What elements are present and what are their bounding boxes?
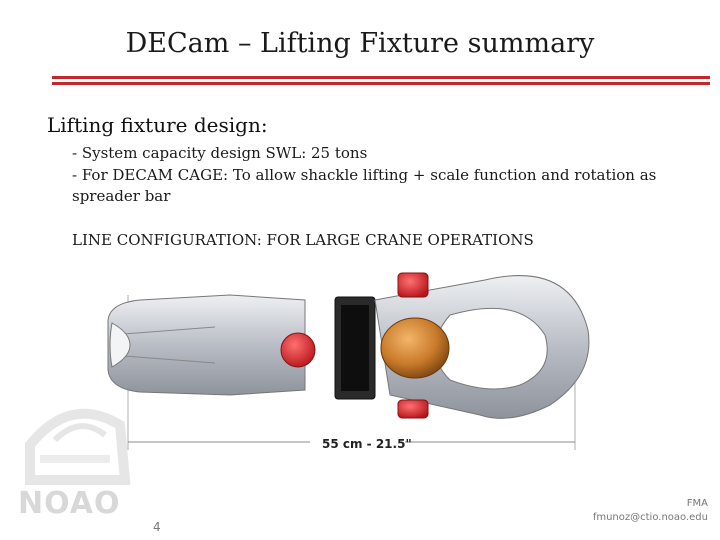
slide-title: DECam – Lifting Fixture summary (125, 28, 595, 59)
line-configuration: LINE CONFIGURATION: FOR LARGE CRANE OPER… (72, 231, 534, 249)
noao-logo-watermark (25, 408, 131, 485)
dimension-label: 55 cm - 21.5" (322, 437, 412, 451)
footer-initials: FMA (686, 498, 708, 509)
footer-email: fmunoz@ctio.noao.edu (592, 512, 708, 523)
section-heading: Lifting fixture design: (47, 113, 268, 137)
footer-credit: FMA fmunoz@ctio.noao.edu (593, 497, 708, 525)
title-divider-bottom (52, 82, 710, 85)
bullet-capacity: - System capacity design SWL: 25 tons (72, 144, 368, 162)
bullet-purpose-cont: spreader bar (72, 187, 171, 205)
bullet-purpose: - For DECAM CAGE: To allow shackle lifti… (72, 166, 657, 184)
lifting-fixture-drawing: 55 cm - 21.5" (107, 272, 590, 451)
page-number: 4 (153, 520, 161, 534)
title-divider-top (52, 76, 710, 79)
noao-logo-text: NOAO (18, 486, 121, 521)
